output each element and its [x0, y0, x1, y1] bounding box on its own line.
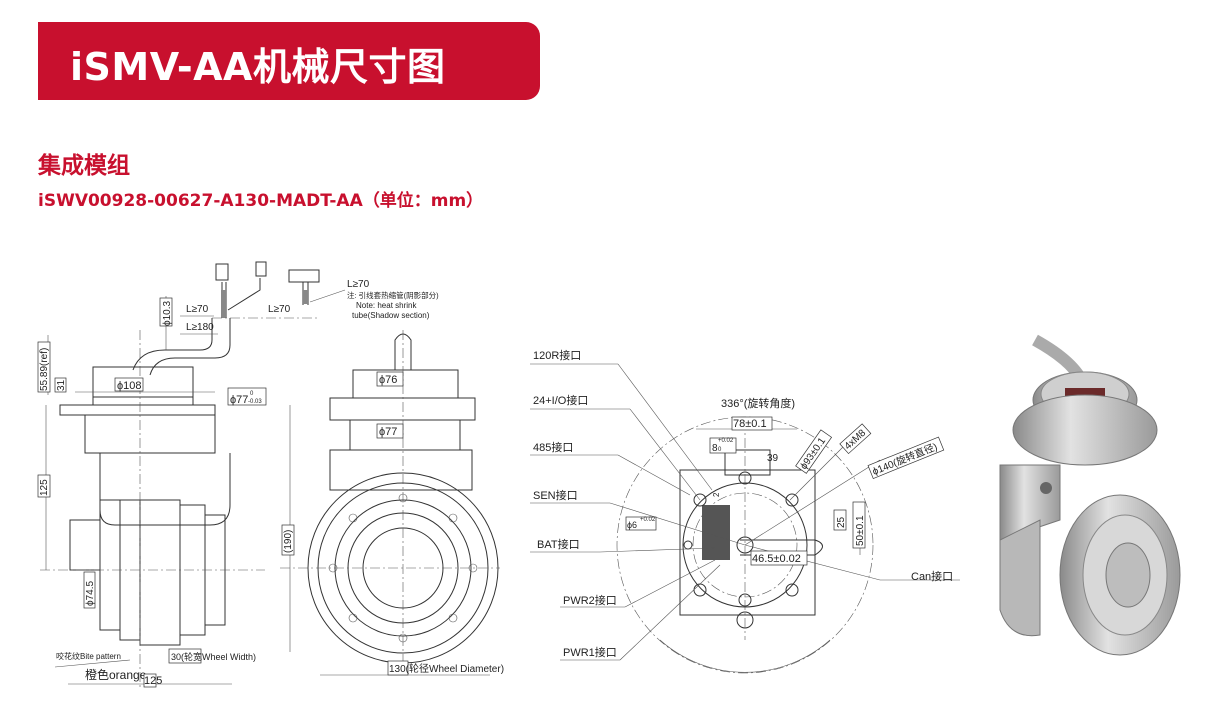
dim-55-89-ref: 55.89(ref) — [39, 348, 50, 391]
dim-50: 50±0.1 — [855, 515, 866, 546]
dim-phi140: ϕ140(旋转直径) — [870, 440, 939, 478]
dim-8: 8 — [712, 443, 718, 454]
dim-phi6: ϕ6 — [627, 520, 637, 530]
dim-25: 25 — [836, 516, 847, 528]
rotation-angle: 336°(旋转角度) — [721, 396, 795, 410]
dim-8-tol-low: 0 — [718, 447, 722, 453]
cable-length-4: L≥70 — [347, 279, 370, 290]
dim-phi77-tol-up: 0 — [250, 391, 254, 397]
dim-phi77: ϕ77 — [230, 394, 248, 406]
side-view: ϕ10.3 L≥70 L≥70 L≥180 L≥70 注: 引线套热缩管(阴影部… — [37, 261, 439, 690]
cable-length-2: L≥70 — [268, 304, 291, 315]
dim-phi74-5: ϕ74.5 — [85, 580, 96, 606]
bite-pattern-label: 咬花纹Bite pattern — [56, 651, 121, 661]
cable-length-3: L≥180 — [186, 322, 214, 333]
port-pwr1: PWR1接口 — [563, 646, 617, 659]
dim-8-tol: +0.02 — [718, 438, 734, 444]
model-number: iSWV00928-00627-A130-MADT-AA（单位：mm） — [38, 191, 484, 211]
port-can: Can接口 — [911, 570, 953, 583]
port-bat: BAT接口 — [537, 538, 580, 551]
wheel-width-label: 30(轮宽Wheel Width) — [171, 651, 256, 662]
dim-46-5: 46.5±0.02 — [752, 553, 801, 565]
port-24io: 24+I/O接口 — [533, 394, 588, 407]
page-title: iSMV-AA机械尺寸图 — [70, 45, 446, 89]
port-485: 485接口 — [533, 441, 573, 454]
dim-phi108: ϕ108 — [117, 380, 142, 392]
dim-2: 2 — [712, 492, 721, 497]
dim-phi6-tol: +0.02 — [640, 517, 656, 523]
dim-phi76: ϕ76 — [379, 374, 397, 386]
orange-label: 橙色orange — [85, 667, 147, 682]
cable-length-1: L≥70 — [186, 304, 209, 315]
top-view: 120R接口 24+I/O接口 485接口 SEN接口 BAT接口 PWR2接口… — [530, 349, 960, 674]
front-view: ϕ76 ϕ77 (190) 130(轮径Wheel Diameter) — [280, 330, 504, 676]
dim-125-vertical: 125 — [39, 479, 50, 496]
port-120r: 120R接口 — [533, 349, 581, 362]
dim-78: 78±0.1 — [733, 418, 767, 430]
dim-phi10: ϕ10.3 — [162, 300, 173, 326]
dim-phi77-tol-low: -0.03 — [248, 399, 262, 405]
port-sen: SEN接口 — [533, 489, 578, 502]
heat-shrink-note-cn: 注: 引线套热缩管(阴影部分) — [347, 290, 439, 300]
dim-31: 31 — [56, 379, 67, 391]
title-banner: iSMV-AA机械尺寸图 — [38, 22, 540, 100]
dim-125-horizontal: 125 — [144, 675, 162, 687]
heat-shrink-note-en-1: Note: heat shrink — [356, 301, 417, 310]
product-render — [999, 334, 1181, 656]
wheel-diameter-label: 130(轮径Wheel Diameter) — [389, 662, 504, 675]
port-pwr2: PWR2接口 — [563, 594, 617, 607]
dim-190: (190) — [283, 530, 294, 553]
heat-shrink-note-en-2: tube(Shadow section) — [352, 311, 430, 320]
dim-39: 39 — [767, 453, 779, 464]
dim-phi77-front: ϕ77 — [379, 426, 397, 438]
section-subtitle: 集成模组 — [38, 153, 130, 179]
